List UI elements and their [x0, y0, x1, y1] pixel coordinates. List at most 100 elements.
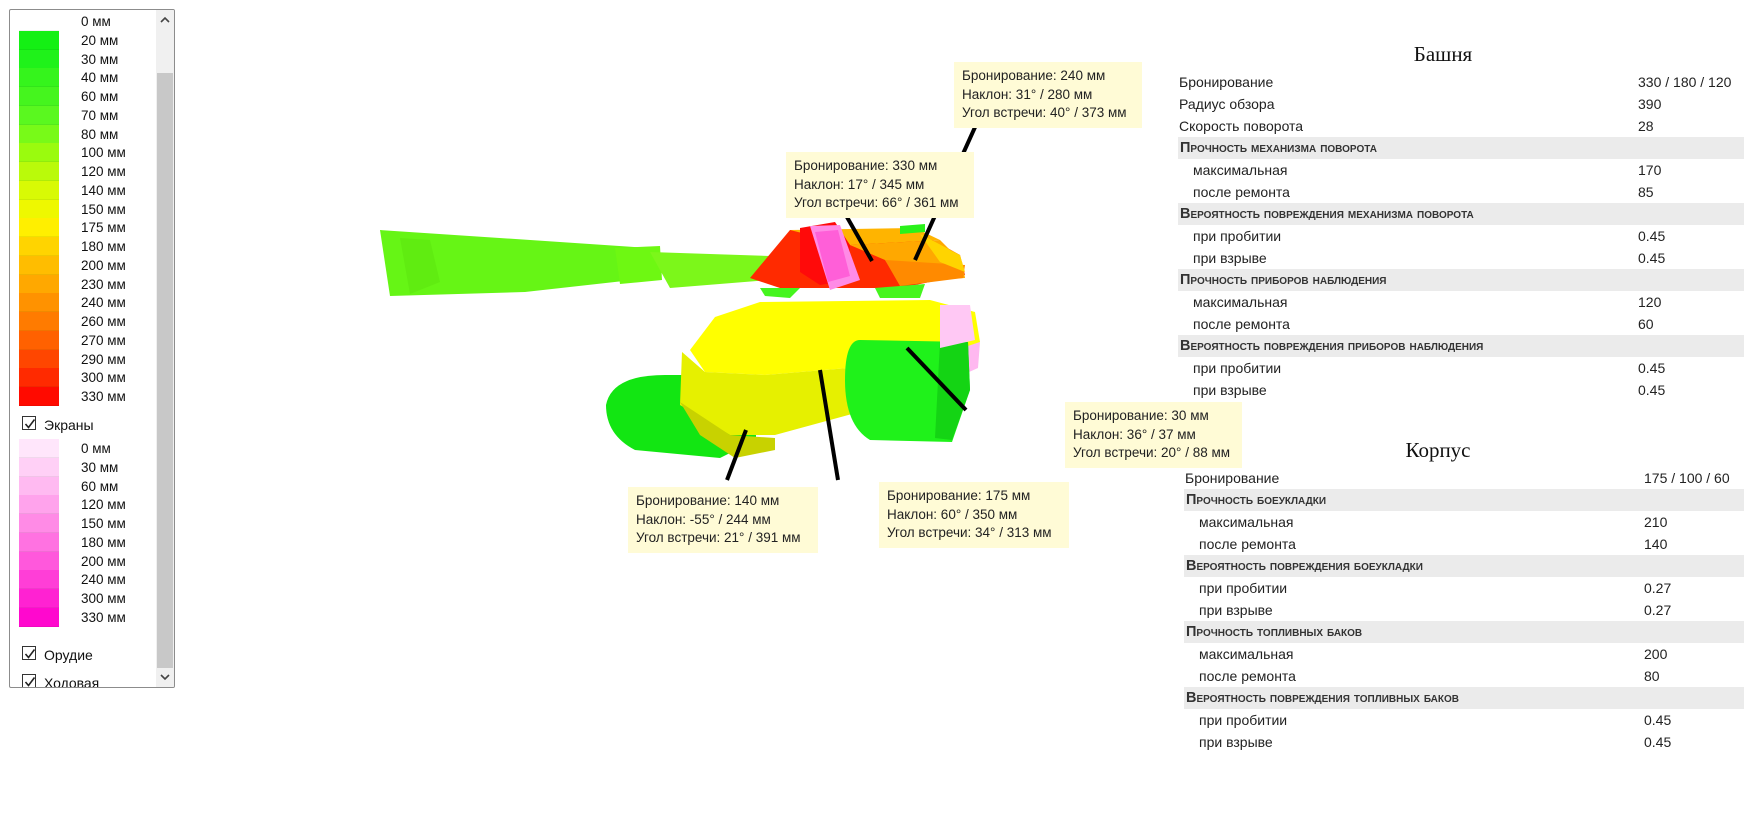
legend-swatch	[19, 199, 59, 219]
legend-label: 120 мм	[81, 497, 126, 513]
tooltip-line: Угол встречи: 34° / 313 мм	[887, 525, 1052, 540]
stats-value: 0.45	[1644, 712, 1672, 728]
stats-key: при пробитии	[1199, 580, 1288, 596]
stats-key: при пробитии	[1193, 228, 1282, 244]
stats-key: при взрыве	[1193, 250, 1267, 266]
legend-item: 180 мм	[19, 532, 149, 552]
screens-checkbox[interactable]: Экраны	[22, 414, 152, 434]
stats-key: максимальная	[1199, 646, 1294, 662]
screens-check-icon[interactable]	[22, 416, 36, 430]
stats-value: 0.45	[1638, 382, 1666, 398]
legend-label: 330 мм	[81, 389, 126, 404]
stats-value: 120	[1638, 294, 1662, 310]
legend-item: 30 мм	[19, 49, 149, 69]
stats-value: 60	[1638, 316, 1654, 332]
legend-item: 120 мм	[19, 495, 149, 515]
legend-label: 240 мм	[81, 295, 126, 311]
gun-check-icon[interactable]	[22, 646, 36, 660]
legend-swatch	[19, 589, 59, 608]
legend-item: 290 мм	[19, 349, 149, 369]
legend-item: 330 мм	[19, 607, 149, 627]
legend-label: 200 мм	[81, 257, 126, 273]
legend-swatch	[19, 274, 59, 294]
legend-item: 270 мм	[19, 330, 149, 350]
legend-swatch	[19, 368, 59, 388]
legend-item: 0 мм	[19, 439, 149, 458]
legend-swatch	[19, 180, 59, 200]
legend-swatch	[19, 68, 59, 88]
legend-item: 150 мм	[19, 514, 149, 533]
legend-label: 60 мм	[81, 478, 119, 494]
stats-key: Прочность механизма поворота	[1180, 140, 1377, 156]
stats-key: после ремонта	[1199, 668, 1296, 684]
legend-item: 20 мм	[19, 30, 149, 50]
legend-label: 0 мм	[81, 14, 111, 29]
lower-plate	[680, 402, 775, 458]
chassis-check-icon[interactable]	[22, 674, 36, 687]
legend-swatch	[19, 12, 59, 31]
turret-section-title: Башня	[1413, 42, 1473, 66]
scroll-up-icon[interactable]	[159, 14, 171, 26]
stats-key: Вероятность повреждения боеукладки	[1186, 558, 1423, 574]
legend-swatch	[19, 551, 59, 571]
stats-value: 0.27	[1644, 580, 1672, 596]
legend-item: 240 мм	[19, 293, 149, 313]
stats-value: 200	[1644, 646, 1668, 662]
stats-value: 0.45	[1644, 734, 1672, 750]
legend-label: 140 мм	[81, 182, 126, 198]
legend-label: 180 мм	[81, 239, 126, 254]
gun-checkbox-label: Орудие	[44, 647, 93, 663]
legend-item: 230 мм	[19, 274, 149, 294]
tooltip-line: Угол встречи: 21° / 391 мм	[636, 530, 801, 545]
stats-key: Вероятность повреждения топливных баков	[1186, 690, 1459, 706]
stats-key: при пробитии	[1193, 360, 1282, 376]
legend-label: 200 мм	[81, 553, 126, 569]
legend-swatch	[19, 495, 59, 515]
legend-label: 100 мм	[81, 145, 126, 161]
gun-checkbox[interactable]: Орудие	[22, 644, 152, 664]
stats-key: после ремонта	[1199, 536, 1296, 552]
stats-value: 330 / 180 / 120	[1638, 74, 1732, 90]
stats-key: при взрыве	[1193, 382, 1267, 398]
gun-barrel	[380, 230, 650, 296]
screens-checkbox-label: Экраны	[44, 417, 94, 433]
legend-label: 0 мм	[81, 441, 111, 456]
stats-key: Бронирование	[1185, 470, 1280, 486]
stats-key: Радиус обзора	[1179, 96, 1275, 112]
scroll-thumb[interactable]	[157, 73, 173, 668]
legend-swatch	[19, 570, 59, 590]
legend-swatch	[19, 293, 59, 313]
tooltip-side-screen: Бронирование: 30 мм Наклон: 36° / 37 мм …	[1065, 402, 1242, 468]
chassis-checkbox-label: Ходовая	[44, 675, 100, 688]
tank-model[interactable]	[380, 50, 1140, 610]
tooltip-line: Бронирование: 240 мм	[962, 68, 1106, 83]
stats-value: 0.45	[1638, 228, 1666, 244]
stats-group-header: Прочность топливных баков	[1184, 621, 1744, 643]
stats-group-header: Прочность механизма поворота	[1178, 137, 1744, 159]
legend-label: 180 мм	[81, 534, 126, 550]
legend-swatch	[19, 49, 59, 69]
legend-swatch	[19, 476, 59, 496]
stats-key: после ремонта	[1193, 184, 1290, 200]
stats-key: Бронирование	[1179, 74, 1274, 90]
legend-swatch	[19, 439, 59, 458]
chassis-checkbox[interactable]: Ходовая	[22, 672, 152, 688]
legend-swatch	[19, 237, 59, 256]
hull-section-title: Корпус	[1405, 438, 1471, 462]
legend-swatch	[19, 330, 59, 350]
stats-key: Прочность приборов наблюдения	[1180, 272, 1387, 288]
legend-item: 30 мм	[19, 457, 149, 477]
legend-scrollbar[interactable]	[156, 10, 174, 687]
stats-row: при пробитии 0.45	[1178, 225, 1744, 247]
scroll-down-icon[interactable]	[159, 671, 171, 683]
tank-armor-view[interactable]: Бронирование: 240 мм Наклон: 31° / 280 м…	[380, 50, 1242, 610]
tooltip-line: Наклон: -55° / 244 мм	[636, 511, 771, 527]
